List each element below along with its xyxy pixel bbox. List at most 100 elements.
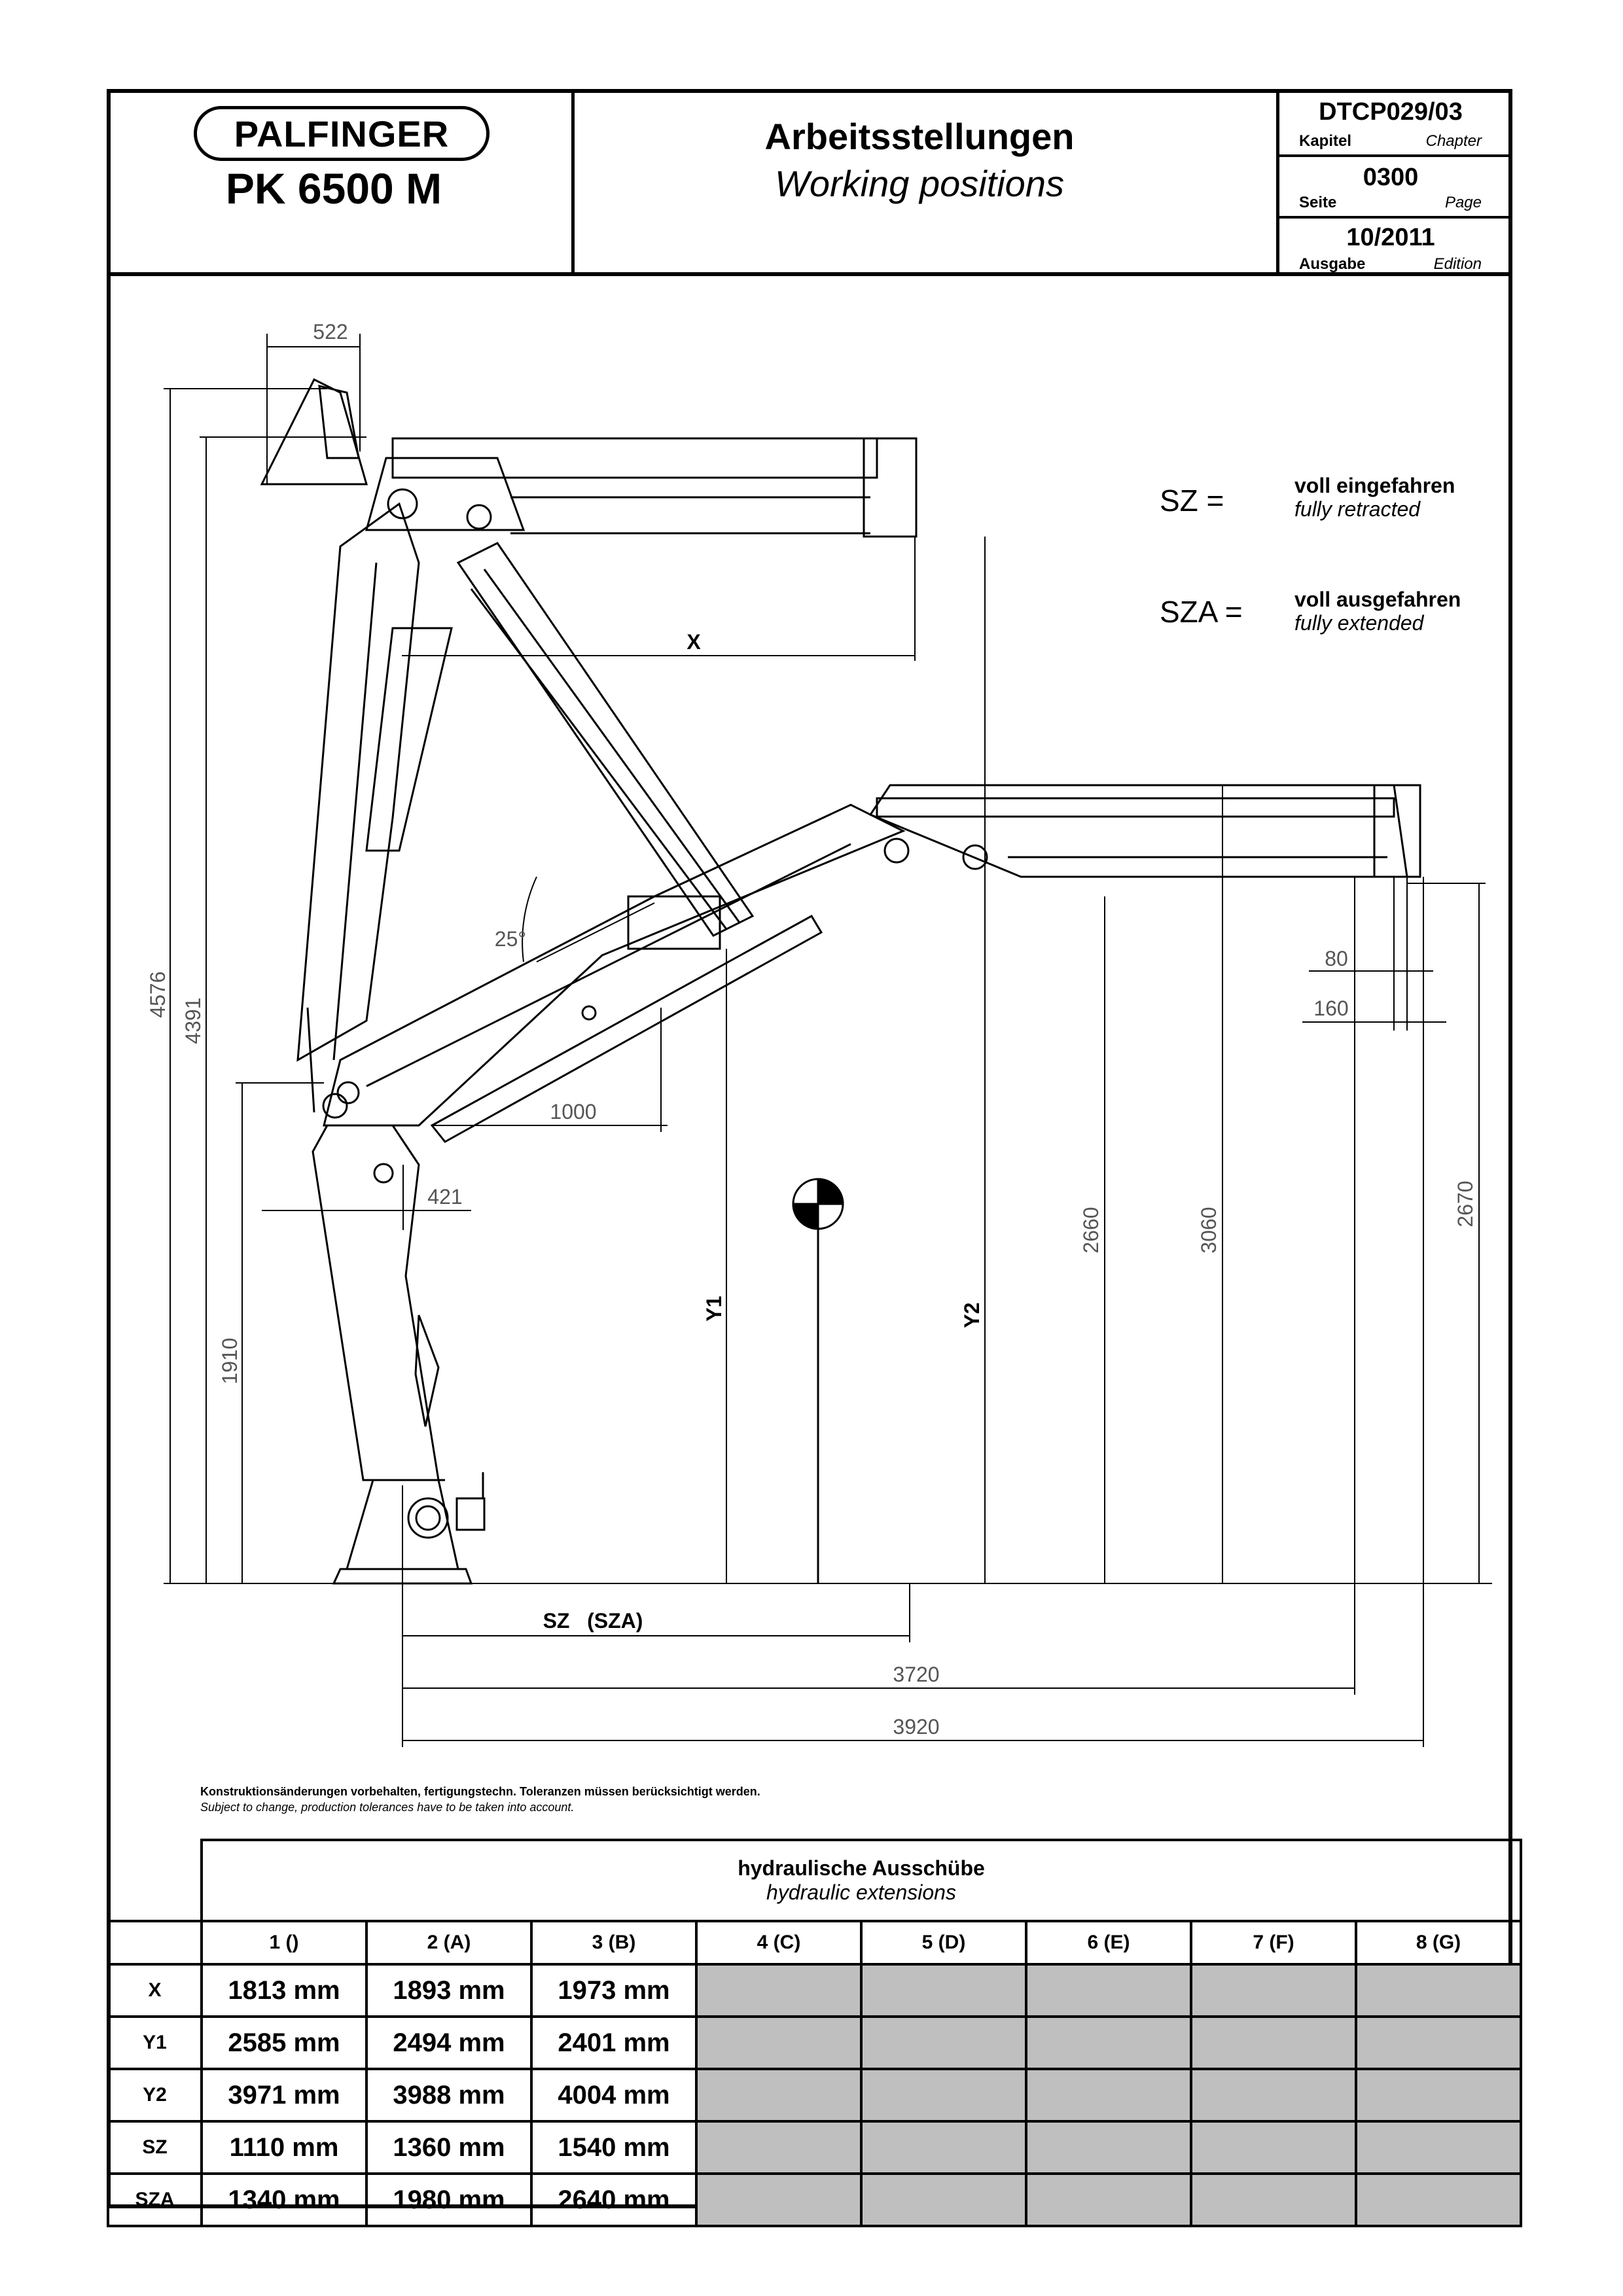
legend-sz-symbol: SZ = [1160, 484, 1224, 518]
center-of-gravity [792, 1178, 844, 1583]
table-cell-empty [1025, 2068, 1192, 2123]
col-header: 8 (G) [1355, 1920, 1522, 1966]
extensions-table: hydraulische Ausschübe hydraulic extensi… [107, 1839, 1522, 2227]
crane-column [312, 1081, 440, 1481]
table-cell-empty [860, 2172, 1027, 2227]
page-title: Arbeitsstellungen [764, 116, 1075, 157]
table-cell-empty [695, 2015, 863, 2070]
dim-angle: 25° [495, 927, 526, 951]
table-cell-empty [1025, 2015, 1192, 2070]
crane-base [332, 1472, 486, 1585]
label-x: X [687, 630, 701, 654]
dim-1910: 1910 [218, 1337, 241, 1384]
col-header: 5 (D) [860, 1920, 1027, 1966]
dim-2670: 2670 [1454, 1180, 1477, 1227]
header-info-divider-1 [1276, 154, 1512, 157]
diagonal-boom [456, 542, 755, 950]
table-cell: 1980 mm [365, 2172, 533, 2227]
table-cell: 2494 mm [365, 2015, 533, 2070]
dim-3720: 3720 [893, 1663, 939, 1686]
chapter-label-en: Chapter [1425, 132, 1482, 150]
table-cell: 1340 mm [200, 2172, 368, 2227]
brand-logo: PALFINGER [194, 106, 490, 161]
dim-3060: 3060 [1197, 1207, 1221, 1253]
table-cell-empty [1355, 2015, 1522, 2070]
table-title-de: hydraulische Ausschübe [738, 1856, 985, 1880]
edition-label-de: Ausgabe [1299, 255, 1366, 273]
table-header-blank [108, 1921, 203, 1966]
col-header: 1 () [200, 1920, 368, 1966]
table-cell: 1893 mm [365, 1963, 533, 2018]
table-cell: 1540 mm [530, 2120, 698, 2175]
chapter-value: DTCP029/03 [1319, 98, 1463, 126]
legend-sza-en: fully extended [1294, 611, 1424, 635]
table-cell: 3971 mm [200, 2068, 368, 2123]
col-header: 6 (E) [1025, 1920, 1192, 1966]
table-cell-empty [695, 2120, 863, 2175]
table-row: Y1 2585 mm 2494 mm 2401 mm [107, 2015, 1522, 2070]
table-cell-empty [1190, 2172, 1357, 2227]
table-cell: 1110 mm [200, 2120, 368, 2175]
table-corner-blank [108, 1840, 203, 1922]
row-label: Y2 [107, 2068, 203, 2123]
header-block [107, 89, 1512, 276]
chapter-label-de: Kapitel [1299, 132, 1352, 150]
table-cell-empty [1190, 1963, 1357, 2018]
legend-sza-de: voll ausgefahren [1294, 588, 1461, 611]
table-cell-empty [695, 2068, 863, 2123]
header-info-divider-2 [1276, 216, 1512, 219]
table-cell: 3988 mm [365, 2068, 533, 2123]
table-cell-empty [1190, 2120, 1357, 2175]
dim-2660: 2660 [1079, 1207, 1103, 1253]
dim-4576: 4576 [146, 971, 169, 1017]
table-cell: 1973 mm [530, 1963, 698, 2018]
table-cell-empty [860, 2068, 1027, 2123]
row-label: Y1 [107, 2015, 203, 2070]
table-cell-empty [860, 1963, 1027, 2018]
edition-label-en: Edition [1433, 255, 1482, 273]
dim-160: 160 [1313, 997, 1348, 1020]
table-cell-empty [860, 2015, 1027, 2070]
table-cell: 2585 mm [200, 2015, 368, 2070]
row-label: SZA [107, 2172, 203, 2227]
table-cell-empty [1025, 2120, 1192, 2175]
legend-sza-symbol: SZA = [1160, 595, 1243, 629]
table-row: Y2 3971 mm 3988 mm 4004 mm [107, 2068, 1522, 2123]
legend-sz-de: voll eingefahren [1294, 474, 1455, 497]
dim-421: 421 [427, 1185, 462, 1209]
edition-value: 10/2011 [1346, 224, 1435, 251]
table-row: X 1813 mm 1893 mm 1973 mm [107, 1963, 1522, 2018]
table-cell-empty [1190, 2068, 1357, 2123]
table-cell-empty [1355, 2120, 1522, 2175]
table-cell: 1360 mm [365, 2120, 533, 2175]
table-cell-empty [695, 1963, 863, 2018]
label-y1: Y1 [702, 1296, 726, 1321]
table-row: SZ 1110 mm 1360 mm 1540 mm [107, 2120, 1522, 2175]
label-y2: Y2 [960, 1302, 984, 1328]
dim-4391: 4391 [181, 997, 205, 1044]
page-value: 0300 [1363, 164, 1419, 191]
table-title: hydraulische Ausschübe hydraulic extensi… [200, 1839, 1522, 1922]
outer-boom-retracted [260, 378, 918, 538]
model-name: PK 6500 M [225, 164, 442, 213]
table-cell-empty [1355, 1963, 1522, 2018]
table-cell-empty [1355, 2068, 1522, 2123]
col-header: 2 (A) [365, 1920, 533, 1966]
legend-sz-en: fully retracted [1294, 497, 1421, 521]
dim-80: 80 [1325, 947, 1348, 970]
table-row: SZA 1340 mm 1980 mm 2640 mm [107, 2172, 1522, 2227]
header-divider-2 [1276, 89, 1279, 276]
table-cell-empty [1190, 2015, 1357, 2070]
label-sz-sza: SZ (SZA) [543, 1609, 643, 1633]
note-de: Konstruktionsänderungen vorbehalten, fer… [200, 1785, 760, 1798]
table-cell: 2401 mm [530, 2015, 698, 2070]
table-cell: 4004 mm [530, 2068, 698, 2123]
row-label: SZ [107, 2120, 203, 2175]
page-label-de: Seite [1299, 194, 1337, 211]
row-label: X [107, 1963, 203, 2018]
page-subtitle: Working positions [775, 163, 1064, 204]
table-cell: 1813 mm [200, 1963, 368, 2018]
table-cell-empty [695, 2172, 863, 2227]
header-divider-1 [571, 89, 575, 276]
dim-1000: 1000 [550, 1100, 596, 1123]
